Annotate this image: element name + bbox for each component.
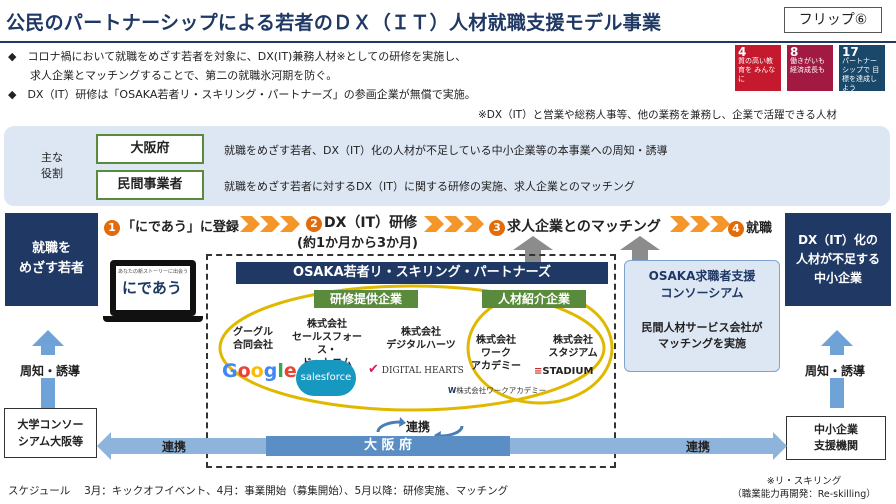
partners-banner: OSAKA若者リ・スキリング・パートナーズ <box>236 262 608 284</box>
support-box: 中小企業 支援機関 <box>786 416 886 460</box>
chevrons-3-icon <box>670 216 730 232</box>
salesforce-logo: salesforce <box>296 360 356 396</box>
role-osaka: 大阪府 <box>96 134 204 164</box>
renkei-left: 連携 <box>162 440 187 454</box>
osaka-region-frame <box>206 254 616 468</box>
header-divider <box>0 41 896 43</box>
placement-label: 人材紹介企業 <box>482 290 586 308</box>
laptop-caption: あなたの新ストーリーに出会う <box>118 269 189 275</box>
gray-up-arrow-2-icon <box>620 236 660 264</box>
sdg-4-icon: 4 質の高い教育を みんなに <box>735 45 781 91</box>
renkei-right: 連携 <box>686 440 711 454</box>
google-logo: Google <box>222 360 297 382</box>
left-promote: 周知・誘導 <box>20 364 81 378</box>
company-stadium: 株式会社 スタジアム <box>548 335 598 359</box>
company-digitalhearts: 株式会社 デジタルハーツ <box>386 327 456 351</box>
stadium-logo: ≡STADIUM <box>534 366 594 377</box>
renkei-center: 連携 <box>406 420 431 434</box>
left-up-arrow-icon <box>32 330 64 346</box>
role-osaka-desc: 就職をめざす若者、DX（IT）化の人材が不足している中小企業等の本事業への周知・… <box>224 144 668 157</box>
sdg-8-icon: 8 働きがいも 経済成長も <box>787 45 833 91</box>
training-label: 研修提供企業 <box>314 290 418 308</box>
flip-label: フリップ⑥ <box>784 7 882 33</box>
right-connector <box>830 378 844 408</box>
consortium-desc: 民間人材サービス会社が マッチングを実施 <box>641 321 763 350</box>
osaka-bar-label: 大 阪 府 <box>266 436 510 456</box>
step-2-duration: (約1か月から3か月) <box>297 236 418 251</box>
consortium-box <box>624 260 780 372</box>
sme-box: DX（IT）化の 人材が不足する 中小企業 <box>785 213 891 306</box>
left-up-arrow-shaft <box>41 345 55 355</box>
reskill-footnote: ※リ・スキリング （職業能力再開発：Re-skilling） <box>732 476 876 500</box>
consortium-title: OSAKA求職者支援 コンソーシアム <box>648 269 756 300</box>
company-google: グーグル 合同会社 <box>233 327 273 351</box>
gray-up-arrow-1-icon <box>513 236 553 264</box>
right-promote: 周知・誘導 <box>805 364 866 378</box>
chevrons-2-icon <box>424 216 484 232</box>
workacademy-logo: W株式会社ワークアカデミー <box>448 386 547 395</box>
bullet-1-cont: 求人企業とマッチングすることで、第二の就職氷河期を防ぐ。 <box>8 69 338 82</box>
right-up-arrow-shaft <box>830 345 844 355</box>
right-up-arrow-icon <box>821 330 853 346</box>
left-connector <box>41 378 55 408</box>
schedule: スケジュール 3月：キックオフイベント、4月：事業開始（募集開始）、5月以降：研… <box>8 485 509 497</box>
bullet-2: ◆ DX（IT）研修は「OSAKA若者リ・スキリング・パートナーズ」の参画企業が… <box>8 88 476 101</box>
roles-label: 主な 役割 <box>41 151 63 180</box>
bullet-1: ◆ コロナ禍において就職をめざす若者を対象に、DX(IT)兼務人材※としての研修… <box>8 50 467 63</box>
laptop-brand: にであう <box>122 279 182 297</box>
role-private: 民間事業者 <box>96 170 204 200</box>
dx-footnote: ※DX（IT）と営業や総務人事等、他の業務を兼務し、企業で活躍できる人材 <box>478 109 837 121</box>
header <box>0 0 896 42</box>
role-private-desc: 就職をめざす若者に対するDX（IT）に関する研修の実施、求人企業とのマッチング <box>224 180 635 193</box>
youth-box: 就職を めざす若者 <box>5 213 98 306</box>
univ-box: 大学コンソー シアム大阪等 <box>4 408 97 458</box>
laptop-base <box>103 316 203 322</box>
laptop-screen <box>116 266 190 310</box>
digitalhearts-logo: ✔ DIGITAL HEARTS <box>368 362 464 377</box>
company-workacademy: 株式会社 ワーク アカデミー <box>471 335 521 372</box>
step-1: 1「にであう」に登録 <box>104 216 239 236</box>
page-title: 公民のパートナーシップによる若者のＤＸ（ＩＴ）人材就職支援モデル事業 <box>6 12 662 34</box>
sdg-17-icon: 17 パートナーシップで 目標を達成しよう <box>839 45 885 92</box>
chevrons-1-icon <box>240 216 300 232</box>
